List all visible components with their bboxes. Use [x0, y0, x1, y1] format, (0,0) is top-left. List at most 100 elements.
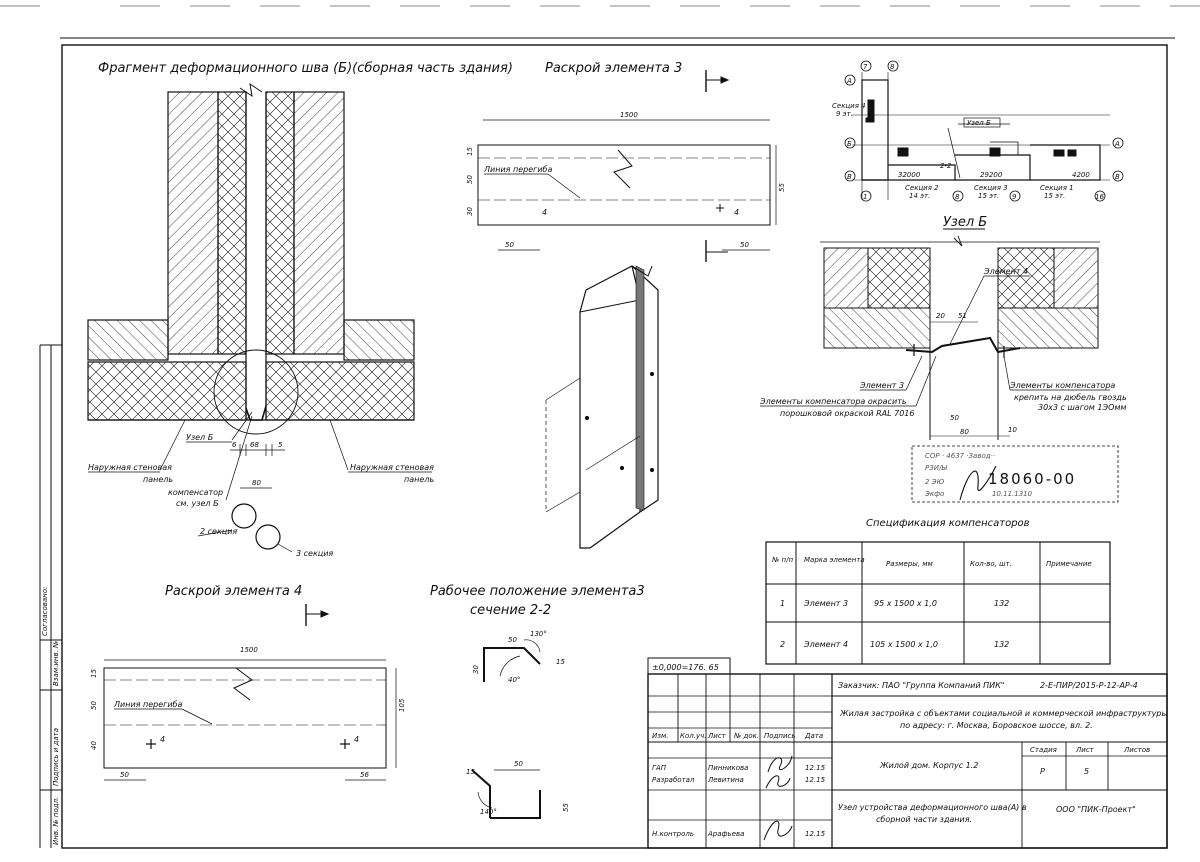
- tb-col-sign: Подпись: [764, 732, 796, 740]
- title-block: ±0,000=176. 65 Изм. Кол.уч. Лист № док. …: [647, 657, 1168, 849]
- spec-table: Спецификация компенсаторов № п/п Марка э…: [765, 518, 1111, 665]
- tb-date-3: 12.15: [805, 830, 826, 838]
- plan-sec1-1: Секция 1: [1040, 184, 1074, 192]
- frag-comp-2: см. узел Б: [176, 499, 219, 508]
- spec-r1-size: 95 х 1500 х 1,0: [874, 599, 937, 608]
- frag-uzel-label: Узел Б: [186, 433, 214, 442]
- right-wall-outer-hatch: [293, 91, 345, 355]
- plan-axis-left-0: А: [846, 77, 852, 85]
- tb-project-2: по адресу: г. Москва, Боровское шоссе, в…: [900, 721, 1093, 730]
- node-callout-circle: [213, 349, 299, 435]
- node-dim-20: 20: [936, 312, 945, 320]
- work-angle-40: 40°: [508, 676, 520, 684]
- cut4-strip: [103, 667, 387, 769]
- frag-right-panel-1: Наружная стеновая: [350, 463, 434, 472]
- tb-signature-3: [763, 820, 793, 841]
- work-dim-15b: 15: [466, 768, 475, 776]
- cut3-mark-left: 4: [542, 208, 547, 217]
- spec-r2-size: 105 х 1500 х 1,0: [870, 640, 938, 649]
- tb-stage: Р: [1040, 767, 1045, 776]
- stamp-number: 18060-00: [988, 470, 1076, 488]
- left-wall-insulation: [217, 91, 247, 355]
- margin-label-inv: Инв. № подл.: [52, 797, 60, 845]
- work-angle-130: 130°: [530, 630, 547, 638]
- tb-org: ООО "ПИК-Проект": [1056, 805, 1136, 814]
- tb-customer: Заказчик: ПАО "Группа Компаний ПИК": [838, 681, 1004, 690]
- work-dim-55: 55: [562, 803, 570, 812]
- plan-axis-bottom-2: 9: [1012, 193, 1017, 201]
- frag-dim-80: 80: [252, 479, 261, 487]
- cut4-dim-15: 15: [90, 669, 98, 678]
- frag-dim-5: 5: [278, 441, 283, 449]
- spec-r1-mark: Элемент 3: [803, 599, 848, 608]
- margin-label-agreed: Согласовано:: [41, 587, 49, 636]
- plan-axis-bottom-3: 16: [1095, 193, 1104, 201]
- tb-stage-h: Стадия: [1030, 746, 1057, 754]
- cut4-dim-40: 40: [90, 741, 98, 750]
- plan-sec3-1: Секция 3: [974, 184, 1008, 192]
- tb-name-3: Арафьева: [707, 830, 744, 838]
- work-title-2: сечение 2-2: [470, 603, 551, 618]
- tb-project-1: Жилая застройка с объектами социальной и…: [839, 709, 1168, 718]
- tb-col-list: Лист: [707, 732, 727, 740]
- tb-date-0: 12.15: [805, 764, 826, 772]
- fragment-section: Фрагмент деформационного шва (Б)(сборная…: [87, 61, 513, 558]
- cut3-dim-30: 30: [466, 207, 474, 216]
- cut3-dim-1500: 1500: [620, 111, 638, 119]
- tb-col-date: Дата: [804, 732, 823, 740]
- left-panel: [87, 361, 247, 421]
- plan-sec1-2: 15 эт.: [1044, 192, 1065, 200]
- cut3-dim-55: 55: [778, 183, 786, 192]
- right-panel: [265, 361, 415, 421]
- right-wall-insulation: [265, 91, 295, 355]
- cut4-mark-right: 4: [354, 735, 359, 744]
- spec-r2-no: 2: [780, 640, 785, 649]
- frag-right-panel-2: панель: [404, 475, 434, 484]
- work-dim-30: 30: [472, 665, 480, 674]
- tb-code: 2-Е-ПИР/2015-Р-12-АР-4: [1040, 681, 1138, 690]
- plan-axis-bottom-1: 8: [955, 193, 960, 201]
- frag-sec2: 2 секция: [200, 527, 237, 536]
- stamp-line2: РЗИ/Ы: [925, 464, 947, 472]
- node-dim-50: 50: [950, 414, 959, 422]
- spec-head-size: Размеры, мм: [886, 560, 934, 568]
- plan-dim-mid: 29200: [980, 171, 1003, 179]
- tb-desc-2: сборной части здания.: [876, 815, 972, 824]
- node-right-slab: [997, 307, 1099, 349]
- plan-uzel-tag: Узел Б: [967, 119, 991, 127]
- node-right-wall: [1053, 247, 1099, 309]
- tb-col-ndoc: № док.: [733, 732, 759, 740]
- plan-sec2-2: 14 эт.: [909, 192, 930, 200]
- node-left-slab: [823, 307, 931, 349]
- node-b-title: Узел Б: [943, 215, 987, 230]
- node-element3: Элемент 3: [859, 381, 904, 390]
- node-fix-1: Элементы компенсатора: [1009, 381, 1115, 390]
- tb-level: ±0,000=176. 65: [652, 663, 719, 672]
- stamp-line3: 2 ЭЮ: [925, 478, 945, 486]
- cut4-dim-1500: 1500: [240, 646, 258, 654]
- spec-head-mark: Марка элемента: [804, 556, 865, 564]
- node-right-ins: [997, 247, 1055, 309]
- tb-role-3: Н.контроль: [652, 830, 694, 838]
- margin-label-replace: Взам.инв. №: [52, 641, 60, 686]
- node-fix-3: 30х3 с шагом 1ЭОмм: [1038, 403, 1126, 412]
- plan-dim-right: 4200: [1072, 171, 1090, 179]
- cut4-dim-50: 50: [90, 701, 98, 710]
- work-dim-15: 15: [556, 658, 565, 666]
- plan-axis-right-1: В: [1115, 173, 1120, 181]
- node-element4: Элемент 4: [983, 267, 1028, 276]
- stamp-line1: СОР · 4637 ·Завод··: [925, 452, 995, 460]
- frag-left-panel-2: панель: [143, 475, 173, 484]
- cut3-bend-label: Линия перегиба: [483, 165, 552, 174]
- node-fix-2: крепить на дюбель гвоздь: [1014, 393, 1127, 402]
- spec-title: Спецификация компенсаторов: [866, 518, 1030, 529]
- node-paint-1: Элементы компенсатора окрасить: [759, 397, 907, 406]
- tb-sheet-h: Лист: [1075, 746, 1095, 754]
- location-plan: Узел Б 2-2 7 8 А Б В 1 8 9 16 А В Секция…: [832, 60, 1124, 202]
- work-title-1: Рабочее положение элемента3: [430, 584, 645, 599]
- plan-sec4-1: Секция 4: [832, 102, 866, 110]
- stamp-date: 10.11.1310: [992, 490, 1033, 498]
- tb-signature-2: [765, 775, 791, 789]
- section-3-circle: [255, 524, 281, 550]
- left-margin-strip: Инв. № подл. Подпись и дата Взам.инв. № …: [39, 344, 62, 848]
